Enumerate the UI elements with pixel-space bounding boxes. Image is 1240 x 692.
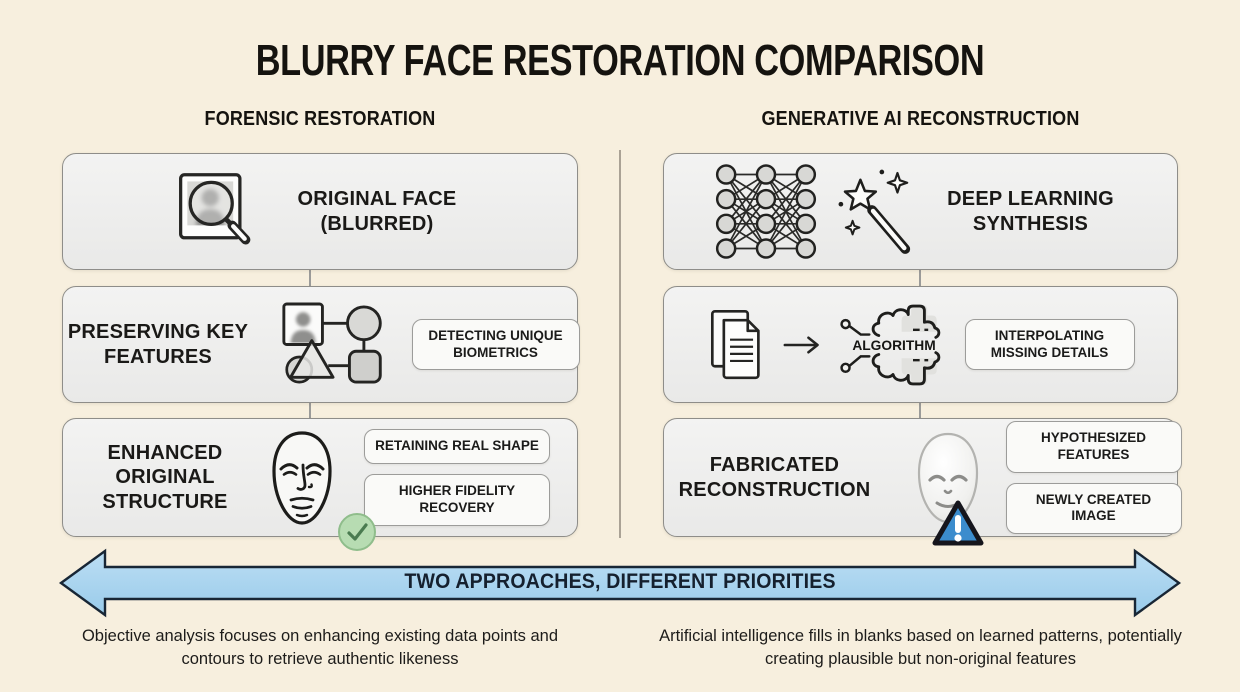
left-box-preserving-features: PRESERVING KEY FEATURES DETE	[62, 286, 580, 403]
right-box3-tag2: NEWLY CREATED IMAGE	[1005, 482, 1182, 535]
right-box3-tag1: HYPOTHESIZED FEATURES	[1005, 420, 1182, 473]
right-box-deep-learning: DEEP LEARNING SYNTHESIS	[663, 153, 1178, 270]
check-icon	[338, 513, 376, 551]
left-box3-tag1: RETAINING REAL SHAPE	[364, 429, 550, 465]
arrow-right-icon	[783, 335, 819, 354]
left-box2-label: PRESERVING KEY FEATURES	[67, 321, 249, 368]
page-title: BLURRY FACE RESTORATION COMPARISON	[255, 36, 985, 85]
feature-extraction-icon	[281, 302, 382, 384]
photo-magnifier-icon	[179, 172, 251, 244]
left-column-header: FORENSIC RESTORATION	[204, 108, 436, 130]
warning-triangle-icon	[932, 500, 984, 546]
algorithm-chip-label: ALGORITHM	[852, 337, 935, 352]
right-box3-label: FABRICATED RECONSTRUCTION	[678, 454, 871, 501]
left-box2-tag1: DETECTING UNIQUE BIOMETRICS	[411, 318, 580, 371]
right-connector-2	[919, 403, 921, 418]
right-box-algorithm: ALGORITHM INTERPOLATING MISSING DETAILS	[663, 286, 1178, 403]
center-divider	[619, 150, 621, 538]
algorithm-chip-icon: ALGORITHM	[839, 304, 940, 385]
left-connector-2	[309, 403, 311, 418]
left-box3-label: ENHANCED ORIGINAL STRUCTURE	[102, 441, 228, 513]
left-box3-tag2: HIGHER FIDELITY RECOVERY	[364, 474, 550, 526]
banner-label: TWO APPROACHES, DIFFERENT PRIORITIES	[404, 570, 836, 593]
left-caption: Objective analysis focuses on enhancing …	[81, 627, 559, 668]
right-column-header: GENERATIVE AI RECONSTRUCTION	[761, 108, 1080, 130]
face-outline-icon	[272, 430, 332, 525]
right-caption: Artificial intelligence fills in blanks …	[659, 627, 1182, 668]
right-box2-tag1: INTERPOLATING MISSING DETAILS	[964, 318, 1135, 371]
left-connector-1	[309, 270, 311, 286]
right-box-fabricated: FABRICATED RECONSTRUCTION HYPOTHESIZED F…	[663, 418, 1182, 546]
magic-wand-icon	[838, 169, 910, 254]
right-connector-1	[919, 270, 921, 286]
left-box1-label: ORIGINAL FACE (BLURRED)	[297, 188, 457, 235]
double-arrow-banner	[58, 548, 1182, 618]
right-box1-label: DEEP LEARNING SYNTHESIS	[947, 188, 1114, 235]
left-box-enhanced-structure: ENHANCED ORIGINAL STRUCTURE RETAINING RE…	[62, 418, 578, 551]
neural-network-icon	[715, 164, 816, 259]
documents-icon	[710, 309, 760, 379]
left-box-original-face: ORIGINAL FACE (BLURRED)	[62, 153, 578, 270]
